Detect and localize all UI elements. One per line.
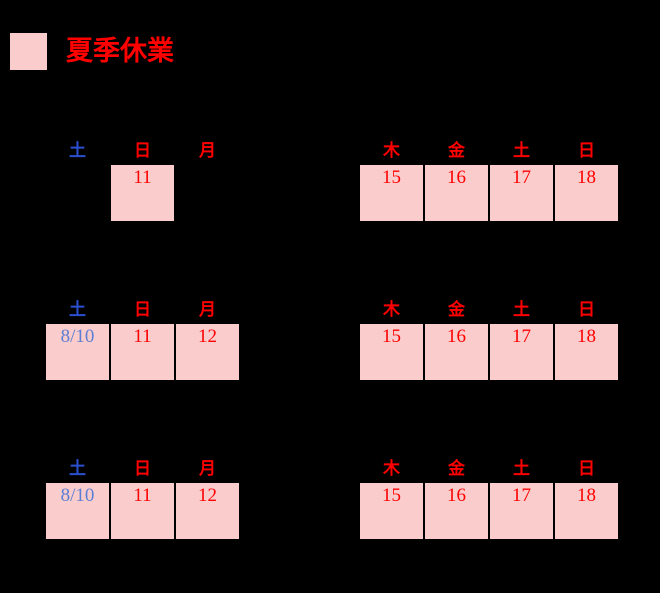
- weekday-header-row: 木金土日: [360, 459, 618, 483]
- date-cell-holiday: 17: [490, 324, 553, 380]
- weekday-header-row: 土日月: [46, 459, 239, 483]
- weekday-header-row: 木金土日: [360, 141, 618, 165]
- weekday-header: 土: [69, 141, 86, 161]
- weekday-header-row: 土日月: [46, 300, 239, 324]
- legend-label: 夏季休業: [66, 36, 174, 67]
- weekday-header: 月: [199, 459, 216, 479]
- date-cell-holiday: 17: [490, 483, 553, 539]
- date-cell-holiday: 8/10: [46, 483, 109, 539]
- date-cell-holiday: 15: [360, 324, 423, 380]
- weekday-header: 日: [578, 141, 595, 161]
- weekday-header: 金: [448, 300, 465, 320]
- weekday-header-row: 土日月: [46, 141, 239, 165]
- weekday-header: 金: [448, 459, 465, 479]
- date-cell-holiday: 8/10: [46, 324, 109, 380]
- date-cell-holiday: 16: [425, 165, 488, 221]
- date-cell-holiday: 12: [176, 483, 239, 539]
- weekday-header: 土: [69, 459, 86, 479]
- weekday-header: 日: [578, 300, 595, 320]
- date-cell-holiday: 11: [111, 483, 174, 539]
- weekday-header: 月: [199, 300, 216, 320]
- date-cell-holiday: 15: [360, 483, 423, 539]
- date-cell-holiday: 16: [425, 324, 488, 380]
- date-cell-holiday: 18: [555, 165, 618, 221]
- weekday-header: 木: [383, 300, 400, 320]
- weekday-header-row: 木金土日: [360, 300, 618, 324]
- weekday-header: 日: [134, 459, 151, 479]
- weekday-header: 日: [134, 141, 151, 161]
- weekday-header: 日: [578, 459, 595, 479]
- weekday-header: 木: [383, 141, 400, 161]
- date-cell-holiday: 18: [555, 483, 618, 539]
- date-cell-holiday: 18: [555, 324, 618, 380]
- date-cell-empty: [46, 165, 109, 221]
- date-cell-holiday: 11: [111, 324, 174, 380]
- weekday-header: 土: [513, 459, 530, 479]
- legend-color-swatch: [10, 33, 47, 70]
- date-cell-empty: [176, 165, 239, 221]
- date-cell-row: 11: [46, 165, 239, 221]
- weekday-header: 土: [69, 300, 86, 320]
- date-cell-holiday: 12: [176, 324, 239, 380]
- date-cell-holiday: 17: [490, 165, 553, 221]
- weekday-header: 土: [513, 300, 530, 320]
- weekday-header: 木: [383, 459, 400, 479]
- weekday-header: 土: [513, 141, 530, 161]
- legend: 夏季休業: [10, 33, 174, 70]
- weekday-header: 日: [134, 300, 151, 320]
- weekday-header: 月: [199, 141, 216, 161]
- date-cell-holiday: 16: [425, 483, 488, 539]
- date-cell-holiday: 11: [111, 165, 174, 221]
- date-cell-holiday: 15: [360, 165, 423, 221]
- calendar-block-left: 土 日 月 11: [46, 141, 239, 221]
- weekday-header: 金: [448, 141, 465, 161]
